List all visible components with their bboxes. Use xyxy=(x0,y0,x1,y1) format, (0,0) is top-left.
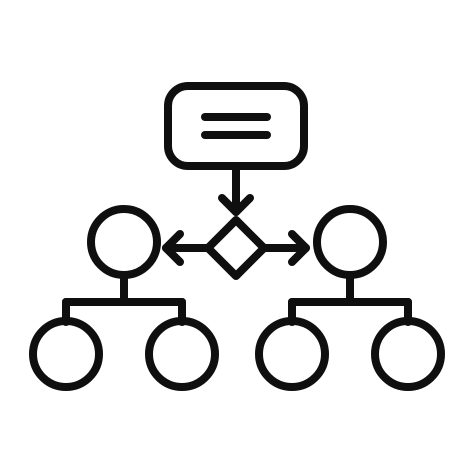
decision-diamond xyxy=(204,216,268,280)
right-arrow-head xyxy=(288,230,310,266)
process-box xyxy=(164,82,308,170)
down-arrow-head xyxy=(218,194,254,216)
middle-node-left xyxy=(87,205,161,279)
down-arrow xyxy=(218,164,254,216)
left-arrow xyxy=(162,230,210,266)
leaf-node-purple-2 xyxy=(371,317,445,391)
left-arrow-head xyxy=(162,230,184,266)
left-branch-connectors xyxy=(62,272,186,326)
right-arrow xyxy=(262,230,310,266)
leaf-node-purple-1 xyxy=(255,317,329,391)
leaf-node-green-1 xyxy=(29,317,103,391)
right-branch-connectors xyxy=(288,272,412,326)
leaf-node-green-2 xyxy=(145,317,219,391)
middle-node-right xyxy=(313,205,387,279)
process-box-shape xyxy=(164,82,308,170)
